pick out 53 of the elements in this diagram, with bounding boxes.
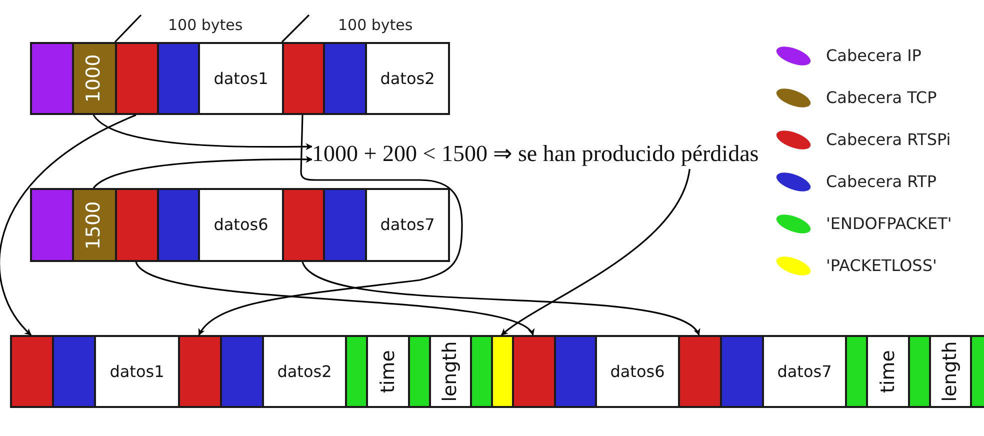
header-cell bbox=[678, 335, 722, 408]
field-cell: length bbox=[429, 335, 472, 408]
legend-label: Cabecera RTSPi bbox=[826, 132, 951, 148]
header-cell bbox=[30, 42, 74, 115]
data-cell: datos2 bbox=[365, 42, 450, 115]
header-cell bbox=[408, 335, 431, 408]
arrow bbox=[92, 156, 313, 189]
header-cell bbox=[720, 335, 764, 408]
header-cell bbox=[115, 188, 159, 262]
header-cell bbox=[30, 188, 74, 262]
header-cell bbox=[512, 335, 556, 408]
size-label: 100 bytes bbox=[338, 18, 413, 33]
header-cell bbox=[282, 42, 325, 115]
header-cell bbox=[554, 335, 597, 408]
field-cell: time bbox=[366, 335, 410, 408]
legend-label: Cabecera IP bbox=[826, 48, 922, 64]
header-cell bbox=[115, 42, 159, 115]
header-cell bbox=[157, 42, 200, 115]
header-cell bbox=[282, 188, 325, 262]
arrow bbox=[92, 114, 313, 150]
field-cell: length bbox=[929, 335, 972, 408]
header-cell bbox=[10, 335, 54, 408]
arrow bbox=[500, 168, 690, 336]
header-cell bbox=[52, 335, 96, 408]
header-cell bbox=[178, 335, 222, 408]
header-cell bbox=[845, 335, 868, 408]
data-cell: datos6 bbox=[595, 335, 680, 408]
data-cell: datos1 bbox=[198, 42, 284, 115]
data-cell: datos7 bbox=[762, 335, 847, 408]
field-cell: 1500 bbox=[72, 188, 117, 262]
legend-label: 'PACKETLOSS' bbox=[826, 258, 937, 274]
arrow bbox=[0, 114, 136, 336]
data-cell: datos6 bbox=[198, 188, 284, 262]
legend-label: Cabecera TCP bbox=[826, 90, 937, 106]
arrow bbox=[302, 261, 700, 336]
legend-label: 'ENDOFPACKET' bbox=[826, 216, 952, 232]
header-cell bbox=[323, 42, 367, 115]
header-cell bbox=[345, 335, 368, 408]
data-cell: datos7 bbox=[365, 188, 450, 262]
legend-label: Cabecera RTP bbox=[826, 174, 936, 190]
arrow bbox=[135, 261, 534, 336]
size-label: 100 bytes bbox=[168, 18, 243, 33]
header-cell bbox=[220, 335, 264, 408]
arrow bbox=[198, 114, 463, 336]
data-cell: datos2 bbox=[262, 335, 347, 408]
field-cell: time bbox=[866, 335, 910, 408]
data-cell: datos1 bbox=[94, 335, 180, 408]
header-cell bbox=[470, 335, 493, 408]
header-cell bbox=[491, 335, 514, 408]
field-cell: 1000 bbox=[72, 42, 117, 115]
header-cell bbox=[323, 188, 367, 262]
header-cell bbox=[908, 335, 931, 408]
header-cell bbox=[157, 188, 200, 262]
